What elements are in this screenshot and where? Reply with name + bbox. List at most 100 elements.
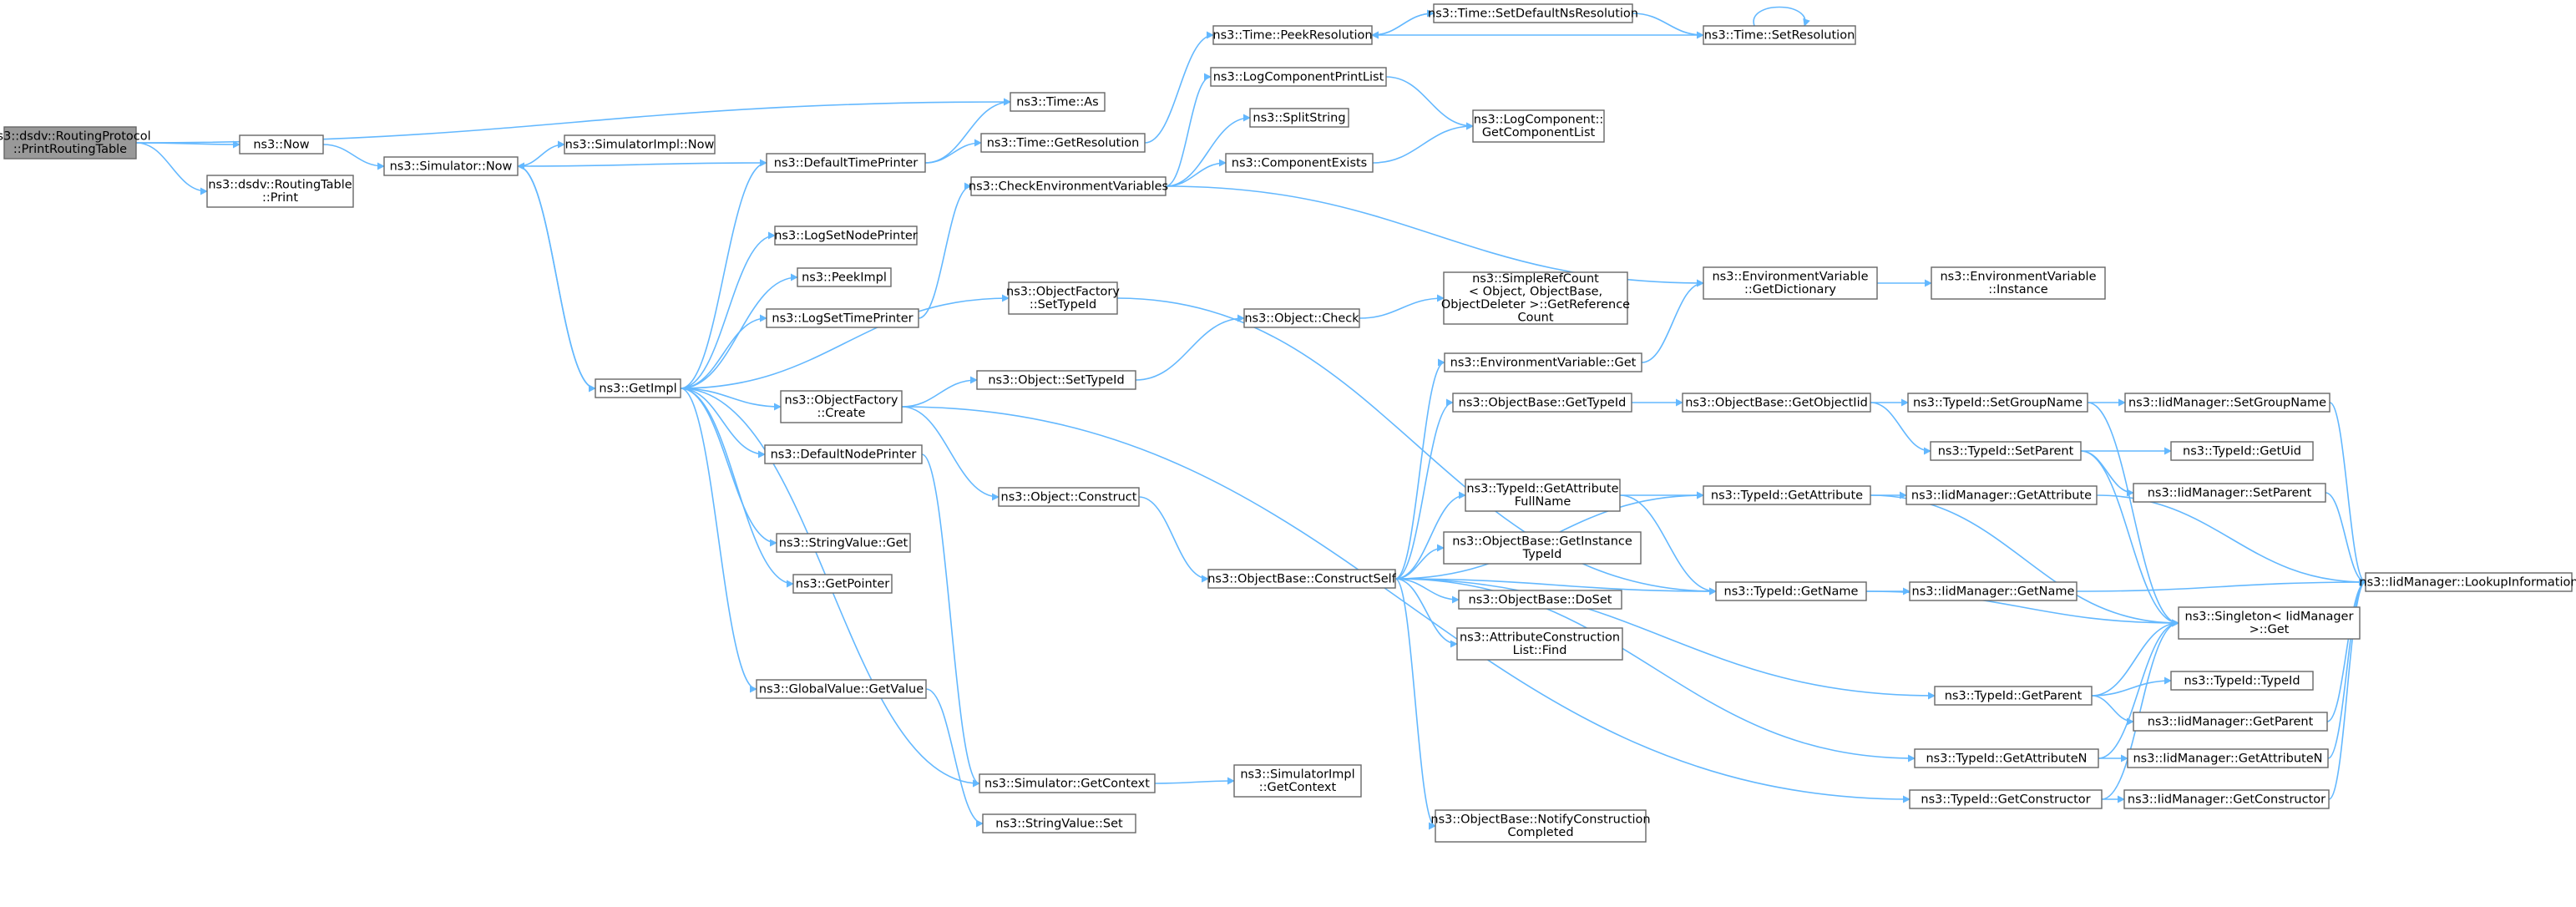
function-node[interactable]: ns3::ObjectBase::GetTypeId — [1452, 393, 1632, 413]
function-node[interactable]: ns3::TypeId::GetParent — [1934, 686, 2093, 706]
function-node[interactable]: ns3::LogSetTimePrinter — [766, 308, 919, 328]
function-node[interactable]: ns3::LogComponentPrintList — [1210, 67, 1387, 87]
call-edge — [2096, 494, 2366, 586]
call-edge — [1394, 578, 1458, 648]
function-node[interactable]: ns3::GetImpl — [595, 378, 681, 398]
node-label: ns3::IidManager::SetGroupName — [2128, 396, 2326, 409]
node-label: Count — [1517, 312, 1553, 325]
function-node[interactable]: ns3::Simulator::Now — [383, 156, 519, 176]
function-node[interactable]: ns3::LogComponent::GetComponentList — [1472, 109, 1605, 143]
function-node[interactable]: ns3::Singleton< IidManager>::Get — [2178, 606, 2361, 640]
node-label: ns3::Time::PeekResolution — [1212, 28, 1372, 42]
function-node[interactable]: ns3::IidManager::GetAttributeN — [2127, 748, 2329, 768]
function-node[interactable]: ns3::Time::SetResolution — [1703, 25, 1856, 45]
node-box — [1452, 393, 1632, 413]
function-node[interactable]: ns3::SimpleRefCount< Object, ObjectBase,… — [1441, 271, 1630, 325]
node-label: ns3::StringValue::Get — [779, 536, 908, 550]
node-label: ns3::Time::GetResolution — [987, 136, 1140, 149]
function-node[interactable]: ns3::Time::SetDefaultNsResolution — [1428, 3, 1638, 23]
function-node[interactable]: ns3::IidManager::GetName — [1909, 581, 2078, 601]
function-node[interactable]: ns3::ObjectFactory::Create — [780, 390, 903, 423]
node-label: ::GetDictionary — [1744, 283, 1836, 296]
call-edge — [680, 388, 794, 588]
function-node[interactable]: ns3::ObjectFactory::SetTypeId — [1006, 281, 1120, 315]
node-label: ns3::EnvironmentVariable — [1712, 271, 1868, 284]
function-node[interactable]: ns3::TypeId::GetAttributeN — [1914, 748, 2099, 768]
function-node[interactable]: ns3::DefaultNodePrinter — [764, 444, 923, 464]
function-node[interactable]: ns3::SimulatorImpl::GetContext — [1233, 764, 1362, 798]
function-node[interactable]: ns3::LogSetNodePrinter — [774, 225, 918, 246]
function-node[interactable]: ns3::IidManager::LookupInformation — [2359, 572, 2576, 592]
call-edge — [1394, 398, 1454, 580]
function-node[interactable]: ns3::GetPointer — [792, 574, 893, 594]
node-label: ns3::SimpleRefCount — [1472, 272, 1599, 286]
function-node[interactable]: ns3::CheckEnvironmentVariables — [969, 176, 1168, 196]
function-node[interactable]: ns3::Object::Construct — [998, 487, 1140, 507]
function-node[interactable]: ns3::DefaultTimePrinter — [766, 153, 926, 173]
node-label: ns3::Simulator::GetContext — [984, 777, 1150, 790]
function-node[interactable]: ns3::EnvironmentVariable::Get — [1444, 352, 1642, 372]
function-node[interactable]: ns3::IidManager::GetConstructor — [2123, 789, 2330, 809]
function-node[interactable]: ns3::StringValue::Set — [982, 813, 1136, 834]
function-node[interactable]: ns3::GlobalValue::GetValue — [756, 679, 927, 699]
function-node[interactable]: ns3::TypeId::GetAttribute — [1703, 485, 1871, 505]
function-node[interactable]: ns3::Now — [239, 134, 324, 155]
function-node[interactable]: ns3::TypeId::GetConstructor — [1909, 789, 2103, 809]
function-node[interactable]: ns3::ObjectBase::DoSet — [1458, 590, 1622, 610]
function-node[interactable]: ns3::EnvironmentVariable::Instance — [1931, 266, 2106, 300]
node-box — [1207, 569, 1396, 589]
function-node[interactable]: ns3::EnvironmentVariable::GetDictionary — [1703, 266, 1878, 300]
function-node[interactable]: ns3::SimulatorImpl::Now — [564, 134, 716, 155]
node-label: ns3::IidManager::SetParent — [2148, 486, 2312, 499]
function-node[interactable]: ns3::TypeId::SetGroupName — [1907, 393, 2088, 413]
function-node[interactable]: ns3::IidManager::SetParent — [2133, 483, 2326, 503]
node-box — [1703, 485, 1871, 505]
function-node[interactable]: ns3::IidManager::GetAttribute — [1905, 485, 2098, 505]
function-node[interactable]: ns3::SplitString — [1249, 108, 1349, 128]
function-node[interactable]: ns3::TypeId::SetParent — [1930, 441, 2082, 461]
node-label: ns3::ObjectFactory — [1006, 286, 1120, 299]
function-node[interactable]: ns3::PeekImpl — [797, 267, 892, 287]
call-edge — [2091, 676, 2172, 697]
node-label: ns3::LogComponentPrintList — [1213, 70, 1384, 84]
node-label: ns3::TypeId::GetAttributeN — [1926, 752, 2087, 765]
node-box — [2170, 671, 2314, 691]
node-box — [1435, 809, 1647, 843]
node-box — [1465, 479, 1621, 512]
function-node[interactable]: ns3::Object::Check — [1243, 308, 1360, 328]
function-node[interactable]: ns3::TypeId::GetUid — [2170, 441, 2314, 461]
function-node[interactable]: ns3::StringValue::Get — [776, 533, 911, 553]
node-label: ::PrintRoutingTable — [13, 143, 127, 156]
call-nodes: ns3::dsdv::RoutingProtocol::PrintRouting… — [0, 3, 2576, 843]
node-box — [2133, 712, 2328, 732]
function-node[interactable]: ns3::Time::As — [1010, 92, 1106, 112]
node-box — [1458, 590, 1622, 610]
function-node[interactable]: ns3::ObjectBase::NotifyConstructionCompl… — [1430, 809, 1651, 843]
node-label: ns3::Object::SetTypeId — [988, 373, 1124, 387]
function-node[interactable]: ns3::Object::SetTypeId — [976, 370, 1136, 390]
function-node[interactable]: ns3::ObjectBase::GetObjectIid — [1682, 393, 1871, 413]
call-edge — [924, 98, 1011, 164]
node-box — [1210, 67, 1387, 87]
function-node[interactable]: ns3::ComponentExists — [1225, 153, 1374, 173]
function-node[interactable]: ns3::ObjectBase::ConstructSelf — [1207, 569, 1397, 589]
function-node[interactable]: ns3::IidManager::SetGroupName — [2124, 393, 2331, 413]
function-node[interactable]: ns3::Time::GetResolution — [980, 133, 1146, 153]
call-edge — [1116, 297, 1717, 595]
node-label: ns3::SimulatorImpl::Now — [565, 138, 715, 151]
function-node[interactable]: ns3::TypeId::GetName — [1715, 581, 1867, 601]
call-edge — [1394, 578, 1936, 700]
call-edge — [2329, 402, 2366, 586]
function-node[interactable]: ns3::dsdv::RoutingProtocol::PrintRouting… — [0, 126, 151, 160]
function-node[interactable]: ns3::Simulator::GetContext — [979, 773, 1156, 793]
function-node[interactable]: ns3::Time::PeekResolution — [1212, 25, 1373, 45]
function-node[interactable]: ns3::dsdv::RoutingTable::Print — [206, 175, 354, 208]
call-edge — [2101, 619, 2179, 800]
function-node[interactable]: ns3::IidManager::GetParent — [2133, 712, 2328, 732]
node-label: >::Get — [2250, 623, 2290, 636]
function-node[interactable]: ns3::TypeId::TypeId — [2170, 671, 2314, 691]
node-label: ns3::dsdv::RoutingProtocol — [0, 130, 151, 144]
